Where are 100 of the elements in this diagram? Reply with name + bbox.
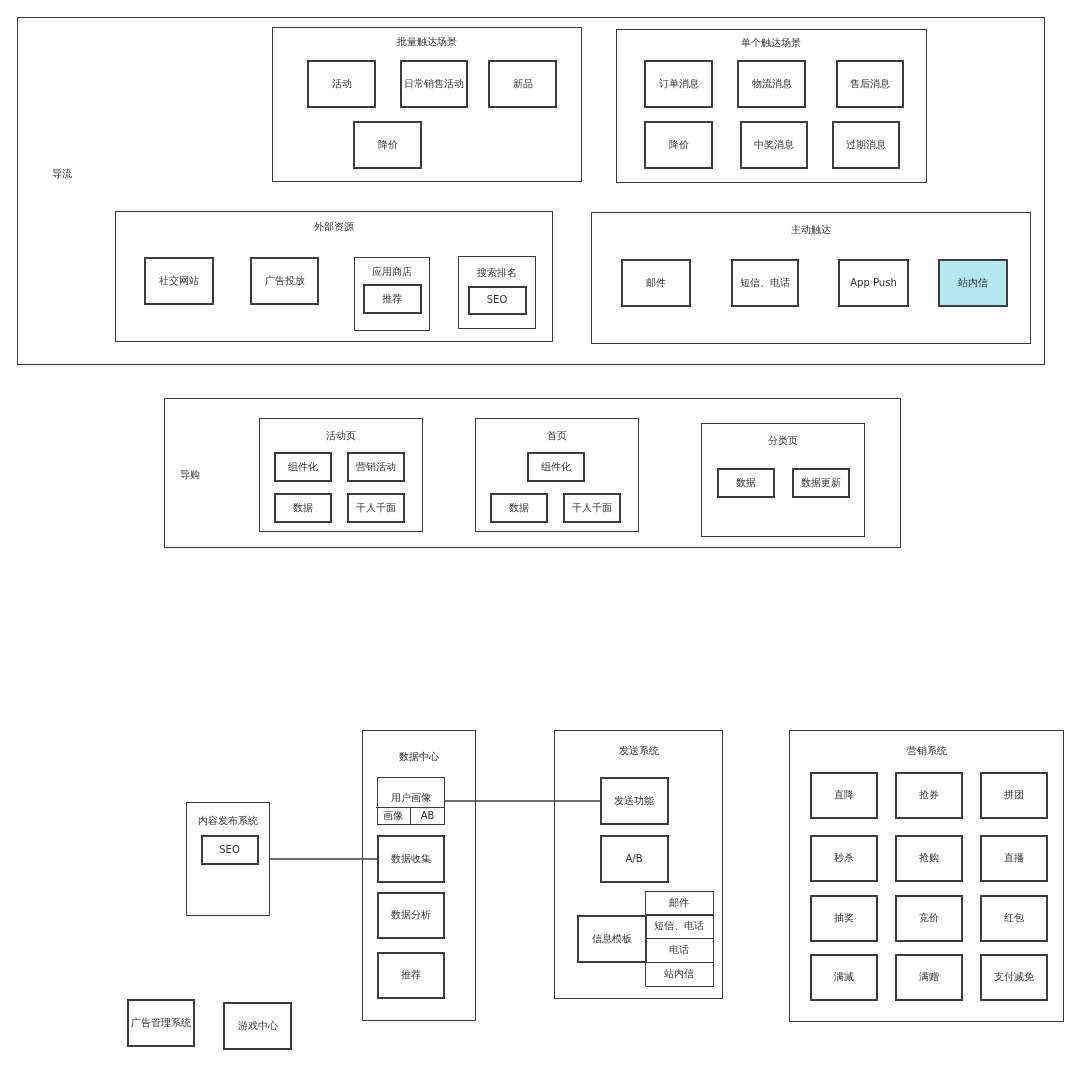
table-cell — [376, 807, 411, 824]
section-label: 导购 — [179, 468, 200, 481]
cell-label: 站内信 — [664, 968, 694, 980]
table-cell — [644, 913, 714, 939]
item-label: 千人千面 — [356, 502, 396, 514]
item-box — [362, 283, 422, 314]
group-panel — [789, 730, 1064, 1022]
cell-label: 电话 — [669, 944, 689, 956]
item-box — [979, 834, 1048, 882]
item-box — [979, 894, 1048, 942]
group-panel — [114, 210, 553, 342]
item-label: 拼团 — [1003, 789, 1024, 801]
group-title: 搜索排名 — [477, 266, 517, 279]
group-panel — [590, 211, 1031, 344]
item-label: SEO — [486, 294, 508, 306]
section-panel — [164, 398, 901, 548]
item-label: App Push — [850, 277, 897, 289]
item-box — [894, 953, 963, 1001]
item-box — [599, 834, 669, 883]
item-box — [376, 891, 445, 939]
group-title: 分类页 — [767, 435, 798, 447]
item-box — [809, 894, 878, 942]
item-label: 竞价 — [918, 912, 939, 924]
item-label: 数据 — [293, 502, 313, 514]
item-label: 抢购 — [918, 852, 939, 864]
item-box — [400, 60, 468, 108]
item-box — [644, 60, 713, 108]
item-label: 日常销售活动 — [404, 78, 464, 90]
item-label: 支付减免 — [993, 971, 1034, 983]
item-box — [467, 285, 527, 315]
group-title: 批量触达场景 — [396, 36, 457, 48]
item-box — [737, 60, 806, 108]
item-box — [274, 452, 332, 482]
item-box — [563, 493, 621, 523]
item-label: 发送功能 — [614, 794, 654, 807]
item-box — [274, 493, 332, 523]
group-title: 单个触达场景 — [741, 37, 801, 49]
group-title: 数据中心 — [399, 750, 439, 763]
item-label: 推荐 — [382, 292, 402, 305]
group-title: 应用商店 — [372, 265, 412, 278]
cell-label: 画像 — [383, 810, 403, 822]
cell-label: 短信、电话 — [654, 920, 704, 932]
item-label: 数据更新 — [801, 477, 841, 489]
item-label: 推荐 — [400, 969, 421, 981]
group-panel — [186, 802, 270, 916]
section-panel — [17, 17, 1045, 365]
group-title: 主动触达 — [790, 224, 831, 236]
item-label: 秒杀 — [833, 852, 854, 864]
item-label: 广告投放 — [264, 275, 305, 287]
group-panel — [700, 422, 865, 537]
item-label: 售后消息 — [850, 78, 890, 90]
item-label: 广告管理系统 — [131, 1017, 191, 1029]
item-label: 抢券 — [918, 789, 939, 801]
group-title: 首页 — [546, 430, 567, 442]
item-label: 抽奖 — [833, 912, 854, 924]
item-box — [938, 259, 1008, 307]
item-box — [809, 834, 878, 882]
item-box — [127, 999, 195, 1047]
item-box — [894, 834, 963, 882]
group-panel — [554, 730, 723, 999]
item-label: A/B — [625, 852, 643, 865]
item-label: 组件化 — [541, 461, 571, 473]
group-panel — [615, 28, 927, 183]
item-label: 新品 — [512, 78, 533, 90]
item-box — [490, 493, 548, 523]
item-box — [894, 771, 963, 819]
item-label: 降价 — [668, 139, 689, 151]
item-box — [894, 894, 963, 942]
item-label: 社交网站 — [159, 275, 199, 287]
item-box — [644, 121, 713, 169]
item-box — [376, 834, 445, 883]
item-box — [717, 468, 775, 498]
item-label: 营销活动 — [356, 461, 396, 473]
connector-line — [269, 858, 378, 860]
item-label: 红包 — [1003, 912, 1024, 924]
item-box — [144, 257, 214, 305]
group-panel — [354, 257, 430, 331]
group-title: 营销系统 — [906, 744, 947, 757]
group-panel — [271, 26, 582, 182]
item-box — [838, 259, 909, 307]
item-box — [740, 121, 808, 169]
item-box — [223, 1002, 292, 1050]
item-box — [307, 60, 376, 108]
item-box — [621, 259, 691, 307]
item-label: 数据分析 — [390, 909, 431, 921]
item-label: 订单消息 — [658, 78, 699, 90]
table-cell — [644, 890, 714, 916]
item-box — [250, 257, 319, 305]
item-label: 满赠 — [918, 971, 939, 983]
item-label: 千人千面 — [572, 502, 612, 514]
group-title: 活动页 — [325, 430, 356, 442]
item-box — [809, 953, 878, 1001]
group-panel — [258, 417, 423, 532]
item-label: 信息模板 — [591, 932, 632, 945]
group-panel — [458, 256, 536, 329]
item-box — [527, 452, 585, 482]
group-title: 发送系统 — [618, 744, 659, 757]
item-box — [347, 452, 405, 482]
item-label: 游戏中心 — [237, 1020, 278, 1032]
group-title: 外部资源 — [313, 221, 354, 233]
